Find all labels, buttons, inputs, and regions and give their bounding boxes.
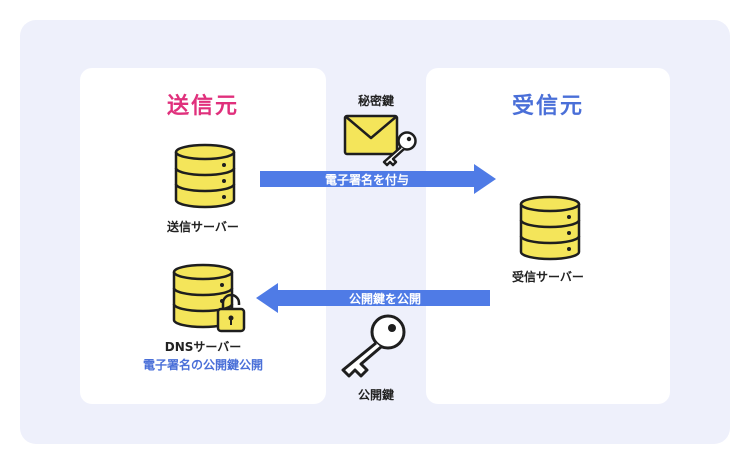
- dns-caption: 電子署名の公開鍵公開: [142, 358, 263, 372]
- envelope-icon: [343, 114, 399, 156]
- publish-arrow: [256, 283, 490, 313]
- publish-arrow-label: 公開鍵を公開: [348, 292, 421, 306]
- padlock-open-icon: [216, 293, 246, 333]
- public-key-icon: [341, 314, 406, 378]
- sign-arrow-label: 電子署名を付与: [324, 173, 409, 187]
- dns-server-icon: [172, 263, 234, 329]
- sender-server-label: 送信サーバー: [167, 220, 239, 234]
- receiver-server-label: 受信サーバー: [512, 270, 584, 284]
- private-key-icon: [382, 131, 417, 167]
- sign-arrow: [260, 164, 496, 194]
- public-key-label: 公開鍵: [357, 388, 394, 402]
- sender-panel: [80, 68, 326, 404]
- sender-server-icon: [174, 143, 236, 209]
- sender-title: 送信元: [166, 94, 239, 119]
- receiver-server-icon: [519, 195, 581, 261]
- dns-server-label: DNSサーバー: [164, 340, 242, 354]
- receiver-title: 受信元: [511, 94, 584, 119]
- private-key-label: 秘密鍵: [357, 94, 394, 108]
